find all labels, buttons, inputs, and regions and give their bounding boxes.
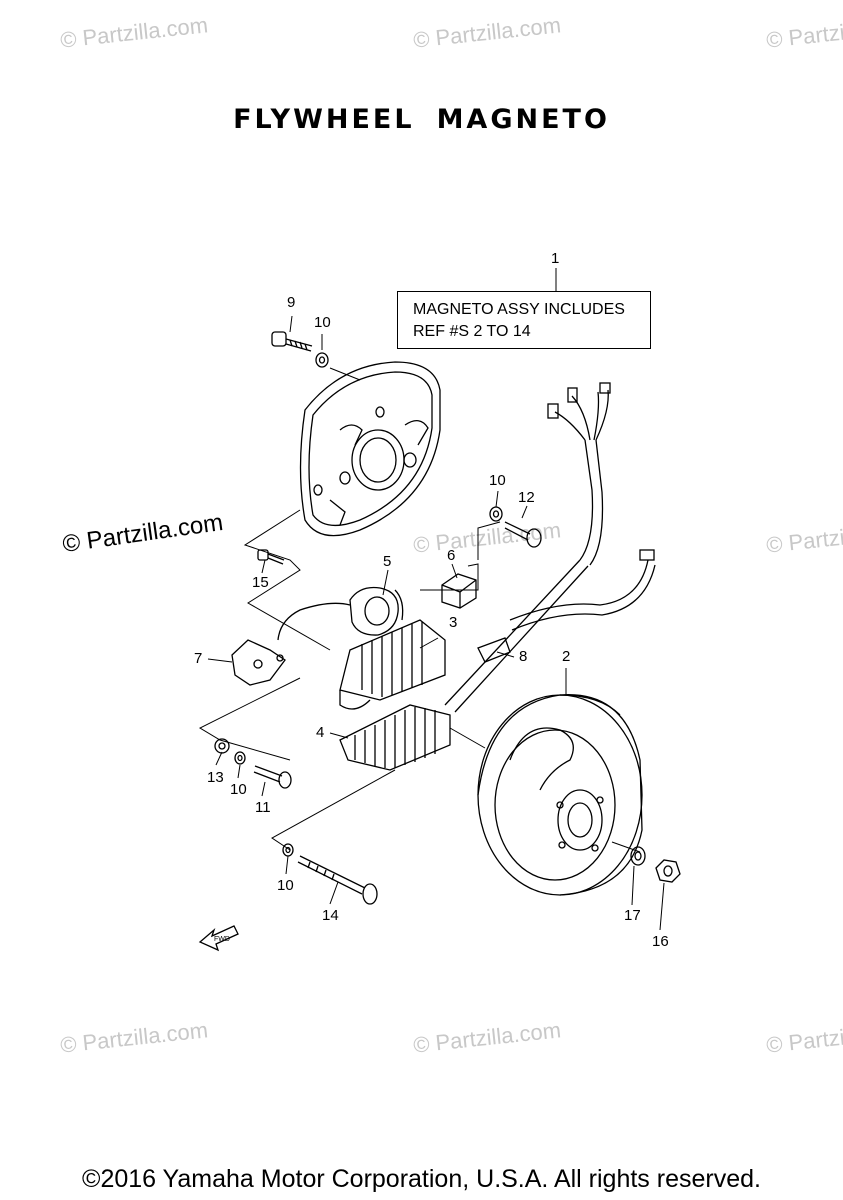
callout-15: 15 <box>252 574 269 591</box>
copyright-notice: ©2016 Yamaha Motor Corporation, U.S.A. A… <box>82 1165 761 1193</box>
callout-13: 13 <box>207 769 224 786</box>
flywheel-rotor-2 <box>477 694 643 896</box>
callout-3: 3 <box>449 614 458 631</box>
screw-9 <box>271 331 313 352</box>
washer-13 <box>214 738 230 754</box>
screw-15 <box>257 549 285 565</box>
lighting-coil-4 <box>339 704 451 771</box>
callout-16: 16 <box>652 933 669 950</box>
screw-12 <box>504 521 542 548</box>
callout-6: 6 <box>447 547 456 564</box>
fwd-label: FWD <box>214 936 230 943</box>
callout-10-left: 10 <box>230 781 247 798</box>
stator-base-plate <box>299 361 441 537</box>
wire-clamp-8 <box>477 637 511 663</box>
callout-9: 9 <box>287 294 296 311</box>
callout-11: 11 <box>255 799 271 816</box>
callout-8: 8 <box>519 648 528 665</box>
assembly-note-line1: MAGNETO ASSY INCLUDES <box>413 301 625 318</box>
washer-17 <box>630 846 646 866</box>
callout-2: 2 <box>562 648 571 665</box>
fwd-arrow-icon: FWD <box>198 925 239 952</box>
assembly-note-line2: REF #S 2 TO 14 <box>413 323 531 340</box>
bracket-7 <box>231 639 286 686</box>
callout-1: 1 <box>551 250 560 267</box>
pickup-coil-5 <box>277 586 404 641</box>
callout-17: 17 <box>624 907 641 924</box>
washer-10-left <box>234 751 246 765</box>
leader-lines <box>198 268 665 931</box>
nut-16 <box>655 859 681 883</box>
charging-coil-3 <box>339 619 446 710</box>
callout-10-bottom: 10 <box>277 877 294 894</box>
callout-10-right: 10 <box>489 472 506 489</box>
callout-14: 14 <box>322 907 339 924</box>
callout-4: 4 <box>316 724 325 741</box>
assembly-note-box: MAGNETO ASSY INCLUDES REF #S 2 TO 14 <box>397 291 651 349</box>
callout-5: 5 <box>383 553 392 570</box>
washer-10-bottom <box>282 843 294 857</box>
washer-10-right <box>489 506 503 522</box>
callout-12: 12 <box>518 489 535 506</box>
wire-harness <box>444 382 656 713</box>
callout-7: 7 <box>194 650 203 667</box>
washer-10-top <box>315 352 329 368</box>
bolt-14 <box>297 855 378 905</box>
callout-10-top: 10 <box>314 314 331 331</box>
screw-11 <box>253 765 292 789</box>
part-6-connector <box>441 573 477 609</box>
